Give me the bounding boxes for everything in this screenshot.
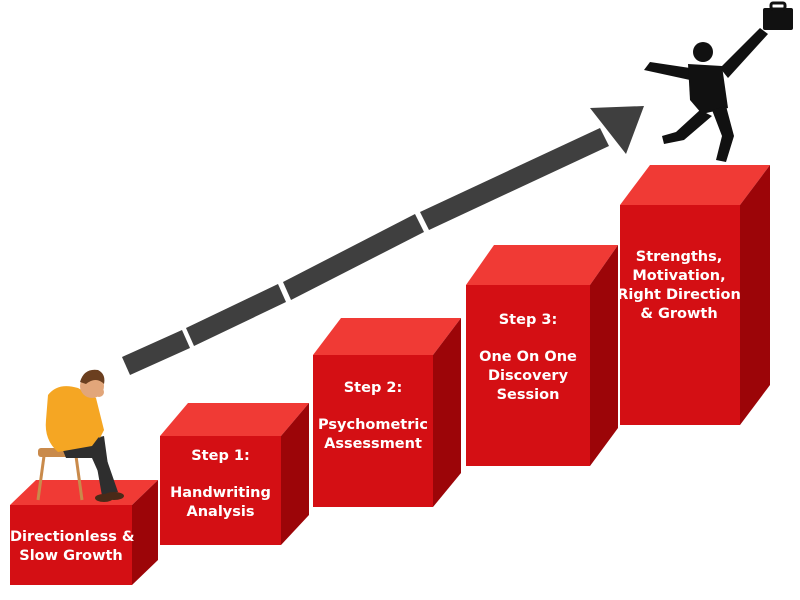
step-2-title: Step 2:	[343, 380, 403, 396]
step-2-line-2: Assessment	[324, 436, 422, 452]
step-block-5	[620, 165, 770, 425]
step-2-line-1: Psychometric	[318, 417, 428, 433]
step-3-title: Step 3:	[498, 312, 558, 328]
step-block-2	[160, 403, 309, 545]
step-3-line-1: One On One	[479, 349, 577, 365]
step-end-line-2: Motivation,	[632, 268, 726, 284]
arrow-segment-4	[420, 128, 609, 230]
step-block-4	[466, 245, 618, 466]
step-1-line-1: Handwriting	[170, 485, 271, 501]
arrow-head	[590, 106, 644, 154]
arrow-segment-2	[186, 284, 286, 346]
step-end-line-4: & Growth	[640, 306, 718, 322]
step-label-start: Directionless & Slow Growth	[10, 528, 135, 566]
sad-person-sitting-icon	[36, 369, 124, 502]
step-label-1: Step 1: Handwriting Analysis	[160, 447, 281, 522]
step-end-line-3: Right Direction	[617, 287, 741, 303]
step-end-line-1: Strengths,	[635, 249, 723, 265]
step-start-line-2: Slow Growth	[19, 548, 123, 564]
growth-arrow-icon	[122, 106, 644, 375]
arrow-segment-1	[122, 330, 190, 375]
step-3-line-3: Session	[496, 387, 560, 403]
step-label-3: Step 3: One On One Discovery Session	[466, 311, 590, 405]
step-label-end: Strengths, Motivation, Right Direction &…	[614, 248, 744, 324]
step-start-line-1: Directionless &	[10, 529, 135, 545]
step-block-3	[313, 318, 461, 507]
step-1-line-2: Analysis	[186, 504, 255, 520]
step-label-2: Step 2: Psychometric Assessment	[313, 379, 433, 454]
step-1-title: Step 1:	[191, 448, 250, 464]
step-blocks	[10, 165, 770, 585]
jumping-businessman-silhouette-icon	[644, 1, 793, 162]
step-3-line-2: Discovery	[487, 368, 569, 384]
arrow-segment-3	[283, 214, 424, 300]
